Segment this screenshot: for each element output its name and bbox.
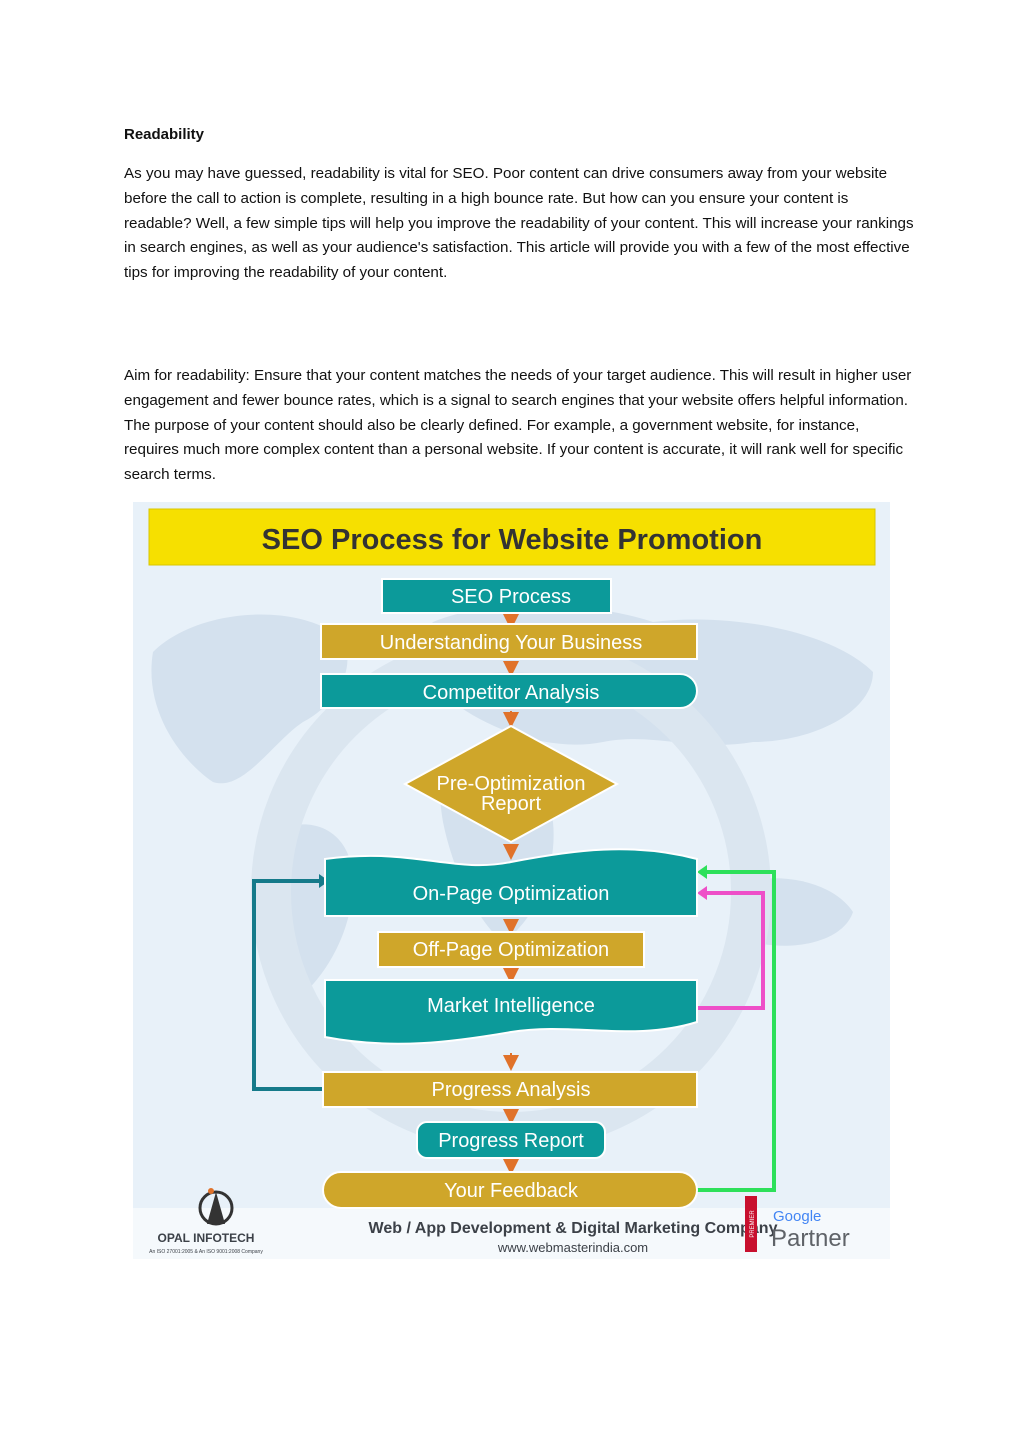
- step-progress-analysis: [322, 1071, 698, 1108]
- title-bar: [148, 508, 876, 566]
- article-heading: Readability: [124, 126, 205, 143]
- infographic-title: SEO Process for Website Promotion: [262, 524, 763, 556]
- step-market-intelligence: [324, 979, 698, 1045]
- seo-process-infographic: SEO Process for Website Promotion SEO Pr…: [133, 502, 890, 1259]
- article-paragraph-2: Aim for readability: Ensure that your co…: [124, 367, 912, 484]
- loop-arrow-head-pink: [697, 886, 707, 900]
- opal-infotech-logo: [198, 1188, 234, 1226]
- step-pre-optimization-report: [402, 724, 620, 844]
- step-understanding-business: [320, 623, 698, 660]
- badge-premier: PREMIER: [750, 1210, 756, 1238]
- company-tagline: Web / App Development & Digital Marketin…: [369, 1220, 778, 1237]
- company-url: www.webmasterindia.com: [497, 1240, 648, 1255]
- footer-band: [133, 1208, 890, 1259]
- step-pre-optimization-label-line2: Report: [481, 793, 541, 815]
- step-progress-report-label: Progress Report: [438, 1130, 584, 1152]
- step-understanding-business-label: Understanding Your Business: [380, 632, 642, 654]
- step-progress-report: [416, 1121, 606, 1159]
- badge-partner: Partner: [771, 1225, 850, 1252]
- step-off-page-optimization-label: Off-Page Optimization: [413, 939, 609, 961]
- loop-arrow-head-green: [697, 865, 707, 879]
- step-seo-process-label: SEO Process: [451, 586, 571, 608]
- step-on-page-optimization: [324, 848, 698, 917]
- article-paragraph-1: As you may have guessed, readability is …: [124, 165, 914, 282]
- loop-market-to-onpage: [698, 891, 765, 1010]
- step-pre-optimization-label-line1: Pre-Optimization: [437, 773, 586, 795]
- loop-progress-to-onpage: [252, 879, 323, 1091]
- step-competitor-analysis-label: Competitor Analysis: [423, 682, 600, 704]
- step-market-intelligence-label: Market Intelligence: [427, 995, 595, 1017]
- step-progress-analysis-label: Progress Analysis: [432, 1079, 591, 1101]
- step-on-page-optimization-label: On-Page Optimization: [413, 883, 610, 905]
- step-off-page-optimization: [377, 931, 645, 968]
- company-certification: An ISO 27001:2005 & An ISO 9001:2008 Com…: [149, 1249, 263, 1255]
- company-name: OPAL INFOTECH: [158, 1231, 255, 1245]
- badge-google: Google: [773, 1208, 821, 1225]
- google-partner-badge: PREMIER Google Partner: [745, 1196, 850, 1252]
- loop-feedback-to-onpage: [696, 870, 776, 1192]
- step-your-feedback-label: Your Feedback: [444, 1180, 579, 1202]
- step-competitor-analysis: [320, 673, 698, 709]
- step-seo-process: [381, 578, 612, 614]
